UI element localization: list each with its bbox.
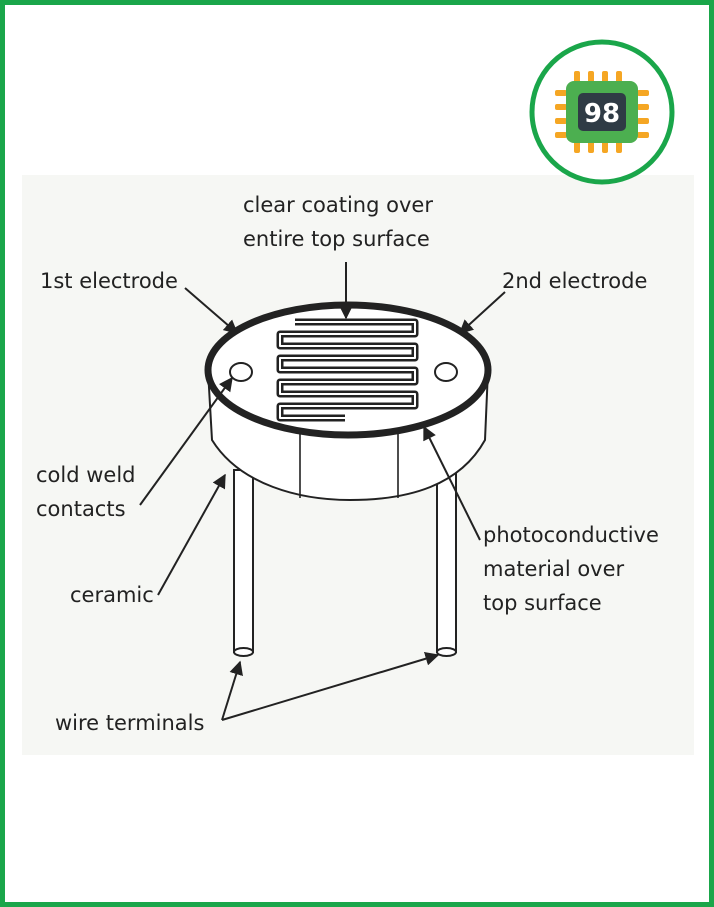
arrow-photoconductive [423, 425, 481, 541]
wire-leads [233, 469, 457, 657]
arrow-wire-left [221, 660, 243, 721]
arrow-first-electrode [184, 287, 239, 334]
left-lead-tip [233, 647, 254, 657]
arrow-cold-weld [139, 376, 233, 506]
label-photoconductive: photoconductive material over top surfac… [483, 523, 659, 615]
logo-number: 98 [584, 99, 620, 129]
contact-pads [229, 362, 458, 382]
arrow-ceramic [157, 473, 226, 596]
leader-arrows [139, 262, 506, 721]
electrode-gap [279, 321, 416, 419]
chip-pins [555, 71, 649, 153]
label-wire-terminals: wire terminals [55, 711, 205, 735]
right-lead-tip [436, 647, 457, 657]
label-cold-weld: cold weld contacts [36, 463, 136, 521]
chip-screen [578, 93, 626, 131]
arrow-second-electrode [458, 291, 506, 334]
label-first-electrode: 1st electrode [40, 269, 178, 293]
left-contact [229, 362, 253, 382]
label-clear-coating: clear coating over entire top surface [243, 193, 433, 251]
right-contact [434, 362, 458, 382]
chip-logo: 98 [529, 39, 675, 185]
left-lead [233, 469, 254, 653]
arrow-wire-right [221, 651, 440, 721]
label-second-electrode: 2nd electrode [502, 269, 648, 293]
right-lead [436, 469, 457, 653]
photoconductive-track [276, 318, 419, 422]
label-ceramic: ceramic [70, 583, 154, 607]
